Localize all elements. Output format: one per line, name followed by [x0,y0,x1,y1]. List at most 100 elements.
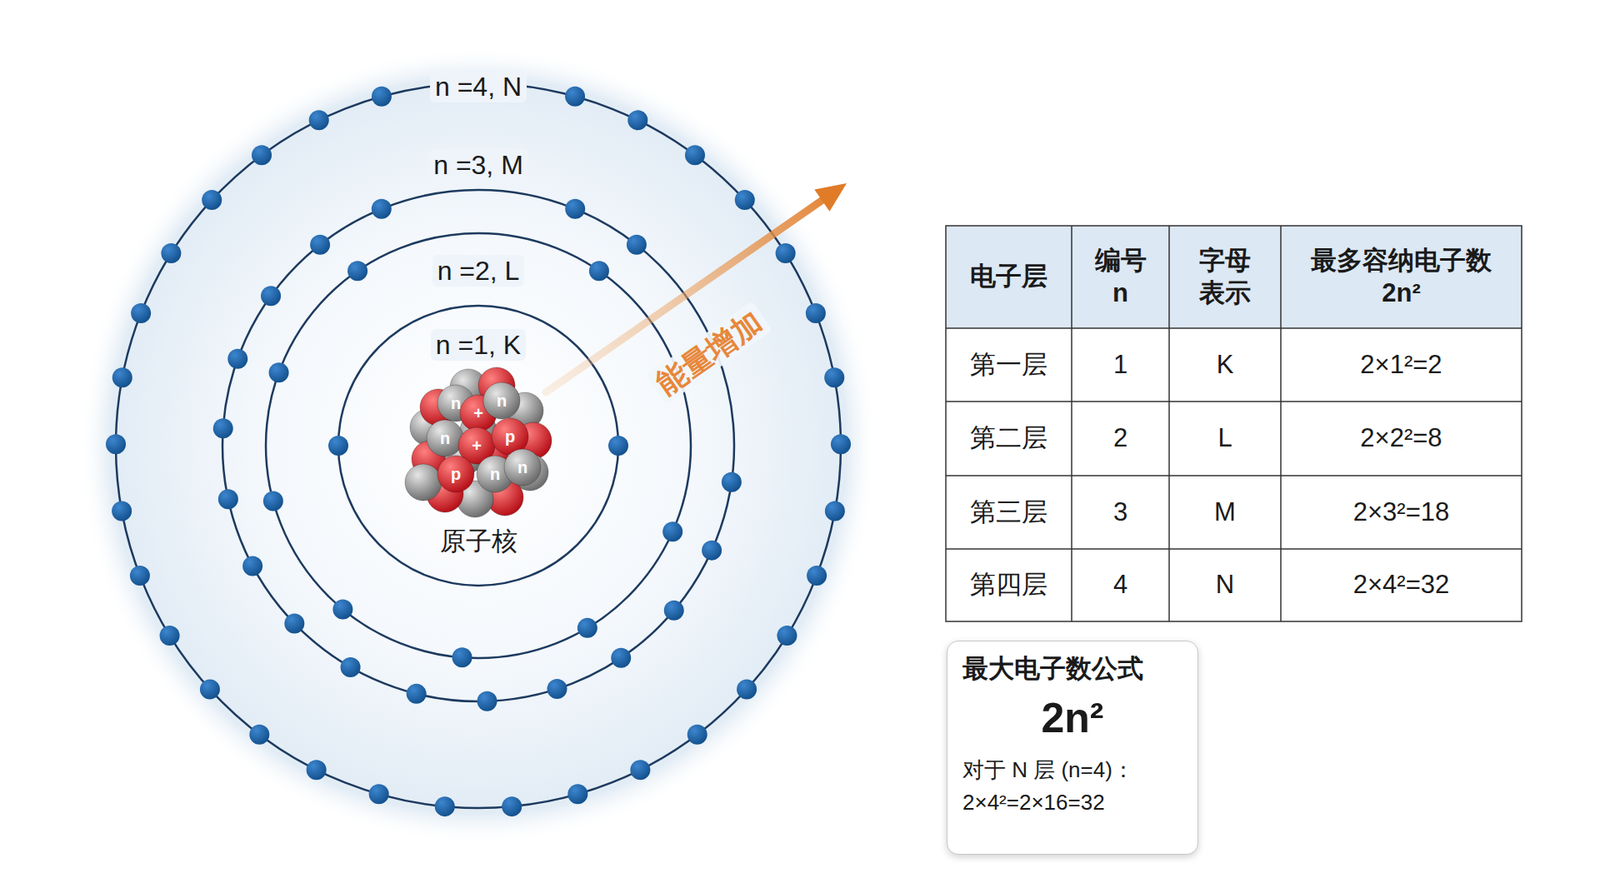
electron-dot [630,760,650,780]
nucleon-letter: p [450,464,461,485]
electron-dot [332,599,353,620]
nucleon-ball [437,455,475,493]
shell-k-ring [338,305,619,586]
nucleon-letter: n [496,390,507,411]
formula-note: 对于 N 层 (n=4)： [962,754,1183,787]
electron-dot [406,684,427,705]
shell-m-ring [222,190,735,702]
energy-label: 能量增加 [645,301,774,406]
electron-dot [501,796,522,817]
electron-dot [476,691,497,712]
electron-dot [130,565,150,586]
electron-dot [130,303,151,324]
nucleon-letter: n [517,457,528,478]
electron-dot [547,679,568,700]
electron-dot [269,362,290,383]
nucleus [405,367,552,518]
electron-dot [735,190,755,210]
table-header: 编号 n [1071,225,1170,329]
electron-dot [806,565,827,586]
electron-dot [608,435,629,456]
formula-box: 最大电子数公式2n²对于 N 层 (n=4)：2×4²=2×16=32 [946,640,1199,855]
electron-dot [369,784,390,805]
electron-dot [251,145,272,165]
shell-label: n =4, N [430,70,527,103]
electron-dot [805,303,826,324]
table-cell: 第三层 [945,475,1072,550]
table-cell: 第二层 [945,401,1072,476]
nucleon-letter: n [450,393,461,414]
table-cell: 3 [1071,475,1170,550]
table-cell: N [1169,549,1281,622]
shell-n-ring [115,83,841,809]
table-cell: 2×4²=32 [1280,549,1522,622]
electron-dot [775,243,796,264]
electron-dot [213,418,234,439]
electron-dot [565,199,585,220]
electron-dot [565,86,585,107]
table-cell: 2×2²=8 [1280,401,1522,476]
nucleus-label: 原子核 [440,525,518,557]
electron-dot [371,199,392,220]
nucleon-ball [426,420,464,457]
shell-label: n =3, M [428,149,529,181]
shell-glow [80,47,877,845]
electron-dot [160,243,181,264]
formula-note: 2×4²=2×16=32 [962,786,1183,820]
electron-dot [328,435,349,456]
electron-dot [306,760,327,780]
electron-dot [242,555,263,576]
electron-dot [227,349,248,370]
table-header: 电子层 [945,225,1072,329]
nucleon-ball [504,449,541,486]
electron-dot [577,618,598,639]
electron-dot [662,521,683,542]
table-header: 最多容纳电子数 2n² [1280,225,1522,329]
electron-dot [160,625,180,646]
electron-dot [249,725,270,745]
electron-dot [664,600,685,621]
electron-dot [685,145,705,165]
nucleon-letter: n [490,464,500,485]
electron-dot [830,434,851,455]
table-cell: 4 [1071,549,1170,622]
electron-dot [687,725,708,745]
shell-l-ring [265,233,691,659]
table-cell: 第一层 [945,328,1072,402]
table-cell: 第四层 [945,549,1072,622]
electron-dot [825,500,845,521]
electron-dot [347,260,368,281]
electron-dot [626,235,647,255]
electron-dot [736,679,757,700]
electron-dot [112,367,133,388]
table-cell: 2×1²=2 [1280,328,1522,402]
nucleon-letter: + [473,403,484,424]
electron-dot [824,367,845,388]
electron-dot [371,86,392,107]
electron-dot [627,110,648,130]
electron-dot [105,434,126,455]
table-cell: K [1169,328,1281,402]
nucleon-ball [405,464,442,501]
electron-dot [435,796,455,817]
electron-dot [567,784,588,805]
table-header-fill [945,225,1522,329]
electron-dot [263,491,284,512]
electron-dot [200,679,220,700]
electron-dot [589,260,610,281]
electrons [105,86,851,817]
table-cell: 2 [1071,401,1170,476]
nucleon-letter: n [440,428,450,449]
table-cell: M [1169,475,1281,550]
table-grid [945,225,1522,622]
electron-dot [776,625,797,646]
table-cell: L [1169,401,1281,476]
electron-dot [340,657,361,678]
electron-dot [452,647,473,668]
shell-label: n =2, L [432,255,525,287]
formula-text: 2n² [962,691,1183,746]
table-cell: 2×3²=18 [1280,475,1522,550]
electron-dot [701,540,722,561]
